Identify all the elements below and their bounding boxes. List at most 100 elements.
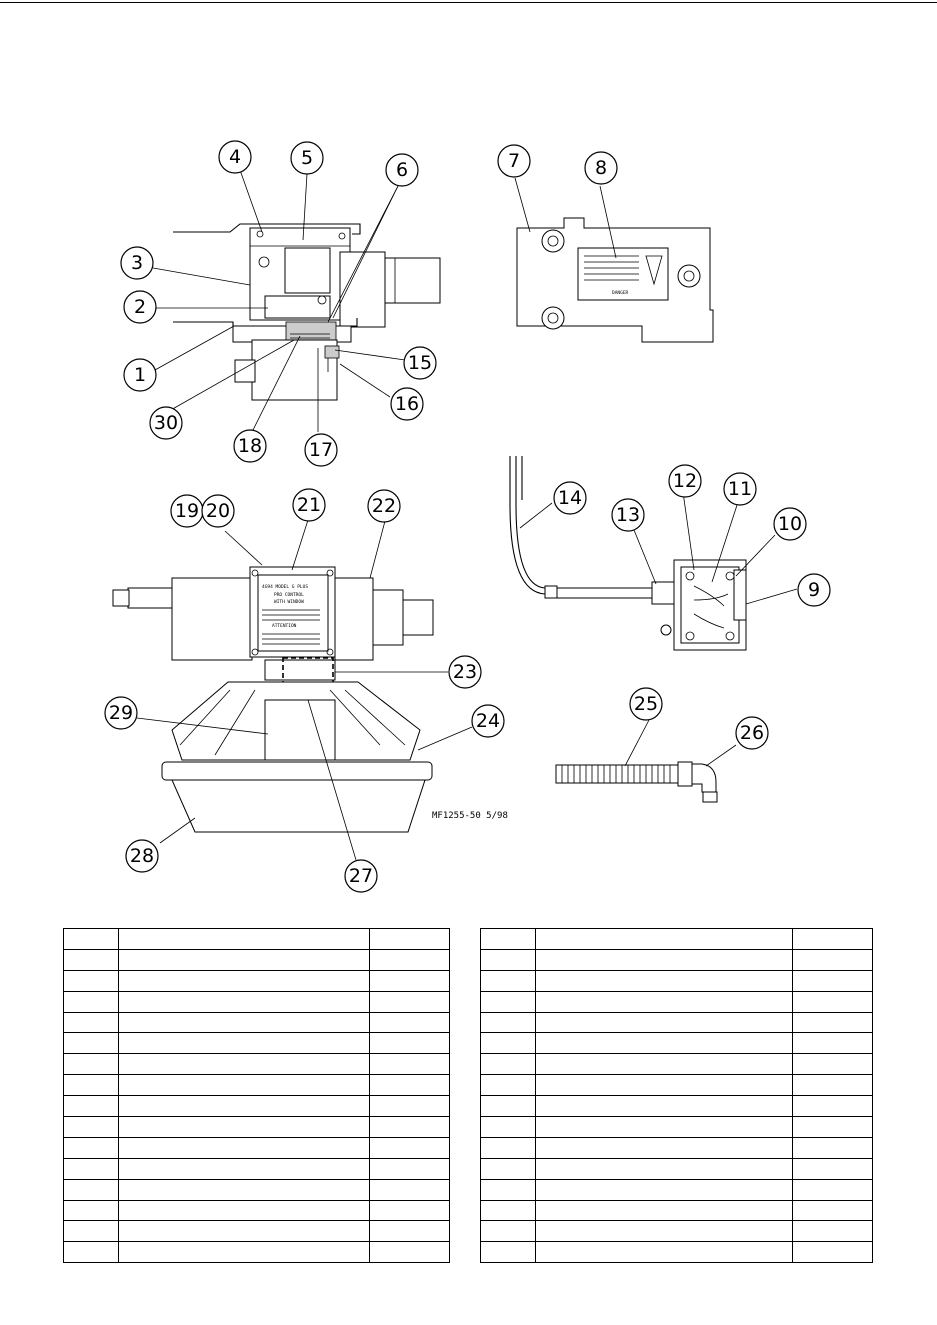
table-row xyxy=(480,1241,873,1264)
table-cell xyxy=(369,1011,450,1034)
callout-18: 18 xyxy=(233,429,267,463)
table-cell xyxy=(534,1199,794,1222)
svg-text:27: 27 xyxy=(349,865,373,887)
control-housing-side-view xyxy=(173,223,441,401)
table-cell xyxy=(534,1095,794,1118)
table-cell xyxy=(117,1011,371,1034)
table-cell xyxy=(63,1157,119,1180)
table-cell xyxy=(534,1116,794,1138)
table-cell xyxy=(792,1241,873,1264)
table-cell xyxy=(117,1241,371,1264)
callout-7: 7 xyxy=(497,144,531,178)
table-cell xyxy=(369,1220,450,1243)
table-cell xyxy=(480,1199,536,1222)
table-cell xyxy=(534,948,794,971)
callout-1: 1 xyxy=(123,358,157,392)
table-row xyxy=(480,1095,873,1118)
leader-lines xyxy=(136,169,798,861)
control-module-label xyxy=(257,574,329,652)
callout-4: 4 xyxy=(218,140,252,174)
table-row xyxy=(480,1157,873,1180)
module-label-title: 4G94 MODEL G PLUS xyxy=(262,584,308,590)
svg-text:12: 12 xyxy=(673,470,697,492)
callout-13: 13 xyxy=(611,498,645,532)
table-row xyxy=(480,1116,873,1138)
svg-text:26: 26 xyxy=(740,722,764,744)
svg-text:7: 7 xyxy=(508,150,520,172)
table-row xyxy=(63,1011,450,1034)
exploded-parts-drawing: DANGER 4G94 MODEL G PLUS PRO CONTROL WIT… xyxy=(104,140,831,893)
callout-23: 23 xyxy=(448,655,482,689)
table-cell xyxy=(117,1157,371,1180)
table-cell xyxy=(480,1136,536,1159)
table-row xyxy=(480,1136,873,1159)
table-cell xyxy=(63,1032,119,1055)
table-cell xyxy=(369,1053,450,1076)
table-cell xyxy=(63,969,119,992)
table-cell xyxy=(480,1074,536,1097)
svg-text:13: 13 xyxy=(616,504,640,526)
table-cell xyxy=(117,1199,371,1222)
table-cell xyxy=(63,1095,119,1118)
table-cell xyxy=(792,1074,873,1097)
parts-list-table-right xyxy=(480,928,873,1264)
table-cell xyxy=(117,1053,371,1076)
callout-14: 14 xyxy=(553,481,587,515)
callout-3: 3 xyxy=(120,246,154,280)
top-rule xyxy=(0,2,937,3)
table-row xyxy=(480,928,873,950)
table-cell xyxy=(534,1074,794,1097)
svg-text:20: 20 xyxy=(206,500,230,522)
table-cell xyxy=(480,969,536,992)
table-cell xyxy=(534,1157,794,1180)
table-cell xyxy=(534,1178,794,1201)
table-cell xyxy=(534,1220,794,1243)
callout-11: 11 xyxy=(723,472,757,506)
table-row xyxy=(63,1053,450,1076)
table-cell xyxy=(534,1032,794,1055)
svg-text:25: 25 xyxy=(634,693,658,715)
table-cell xyxy=(63,990,119,1013)
table-row xyxy=(480,1178,873,1201)
table-row xyxy=(63,948,450,971)
table-cell xyxy=(792,1220,873,1243)
callout-20: 20 xyxy=(201,494,235,528)
callout-25: 25 xyxy=(629,687,663,721)
svg-text:30: 30 xyxy=(154,412,178,434)
table-cell xyxy=(792,1178,873,1201)
table-cell xyxy=(534,1136,794,1159)
svg-text:9: 9 xyxy=(808,579,820,601)
svg-text:24: 24 xyxy=(476,710,500,732)
table-cell xyxy=(792,1053,873,1076)
svg-text:16: 16 xyxy=(395,393,419,415)
table-row xyxy=(480,1220,873,1243)
junction-box-assembly xyxy=(509,456,747,651)
table-row xyxy=(63,1032,450,1055)
table-cell xyxy=(63,1074,119,1097)
table-cell xyxy=(369,928,450,950)
table-cell xyxy=(63,1178,119,1201)
callout-26: 26 xyxy=(735,716,769,750)
table-cell xyxy=(480,1241,536,1264)
table-cell xyxy=(117,1178,371,1201)
svg-text:22: 22 xyxy=(372,495,396,517)
callout-19: 19 xyxy=(170,494,204,528)
table-cell xyxy=(792,948,873,971)
svg-text:29: 29 xyxy=(109,702,133,724)
callout-28: 28 xyxy=(125,839,159,873)
table-cell xyxy=(792,1032,873,1055)
callout-24: 24 xyxy=(471,704,505,738)
table-cell xyxy=(480,1011,536,1034)
svg-text:17: 17 xyxy=(309,439,333,461)
table-cell xyxy=(480,948,536,971)
callout-27: 27 xyxy=(344,859,378,893)
svg-text:23: 23 xyxy=(453,661,477,683)
table-cell xyxy=(480,928,536,950)
table-cell xyxy=(63,1199,119,1222)
table-row xyxy=(480,948,873,971)
svg-text:14: 14 xyxy=(558,487,582,509)
enclosure-cover: DANGER xyxy=(516,217,714,343)
svg-text:1: 1 xyxy=(134,364,146,386)
table-cell xyxy=(369,990,450,1013)
callout-2: 2 xyxy=(123,290,157,324)
